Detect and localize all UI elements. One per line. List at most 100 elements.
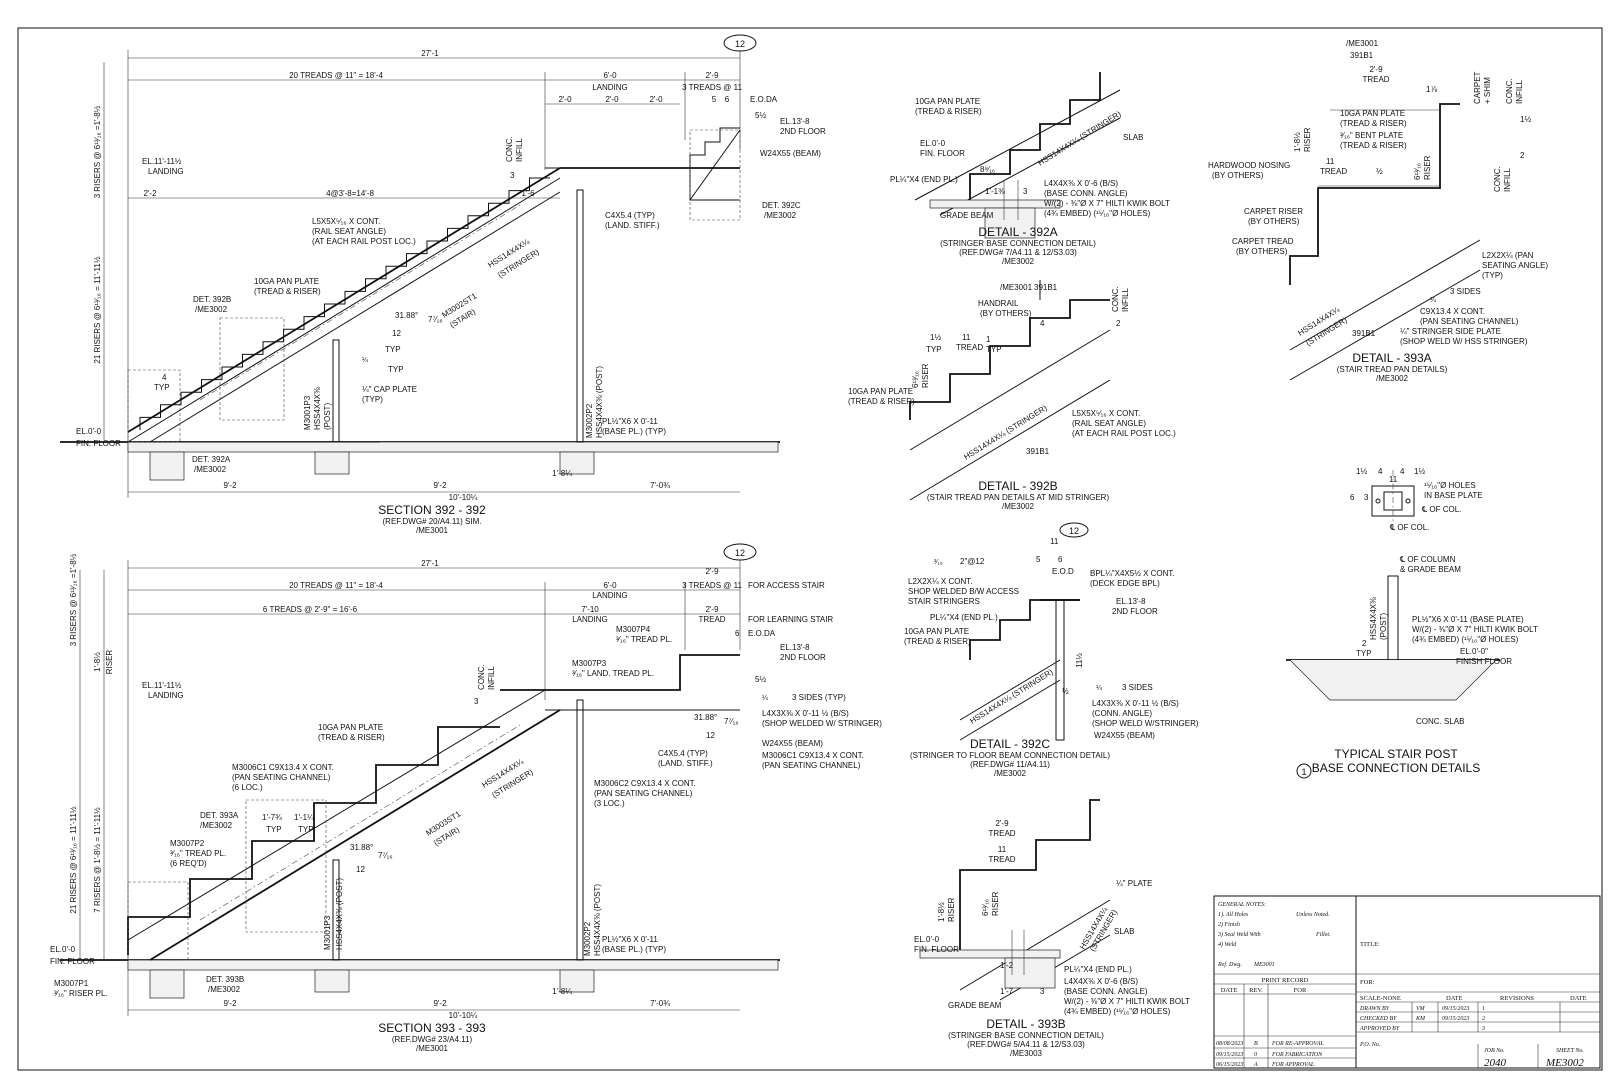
label: (BY OTHERS) <box>1212 171 1264 180</box>
title-label: TITLE: <box>1360 941 1380 948</box>
label: ½ <box>1062 687 1069 696</box>
label: IN BASE PLATE <box>1424 491 1483 500</box>
label: ¼ <box>762 695 768 702</box>
label: M3001P3 <box>303 395 312 430</box>
label: PL½"X6 X 0'-11 (BASE PLATE) <box>1412 615 1524 624</box>
label: GRADE BEAM <box>948 1001 1002 1010</box>
po-label: P.O. No. <box>1359 1042 1380 1048</box>
label: L4X3X⅜ X 0'-11 ½ (B/S) <box>762 709 849 718</box>
title-block <box>1213 895 1601 1069</box>
general-notes: GENERAL NOTES: <box>1218 902 1266 908</box>
detail-title: DETAIL - 392B <box>978 479 1057 493</box>
tb-col: REVISIONS <box>1500 995 1534 1002</box>
dim-text: 7'-0¾ <box>650 999 670 1008</box>
label: HSS4X4X⅜ (POST) <box>595 366 604 438</box>
label: EL.13'-8 <box>780 643 810 652</box>
label: C4X5.4 (TYP) <box>658 749 708 758</box>
label: CONC. <box>1493 166 1502 192</box>
dim-text: 10'-10¼ <box>449 1011 478 1020</box>
label: CONC. <box>505 136 514 162</box>
checked-date: 09/15/2023 <box>1442 1016 1469 1022</box>
label: W24X55 (BEAM) <box>1094 731 1155 740</box>
label: 4 <box>1400 467 1405 476</box>
title-block-text: GENERAL NOTES: 1). All Holes Unless Note… <box>1216 902 1587 1069</box>
label: ³⁄₁₆" TREAD PL. <box>170 849 226 858</box>
dim-text: TYP <box>266 825 282 834</box>
label: CARPET TREAD <box>1232 237 1294 246</box>
label: (PAN SEATING CHANNEL) <box>1420 317 1519 326</box>
label: (TREAD & RISER) <box>1340 141 1407 150</box>
label: DET. 393B <box>206 975 244 984</box>
label: 6¹³⁄₁₆ <box>911 371 920 388</box>
label: W/(2) - ⅜"Ø X 7" HILTI KWIK BOLT <box>1044 199 1170 208</box>
label: 1 <box>986 335 991 344</box>
note: Unless Noted. <box>1296 912 1330 918</box>
detail-392a-text: 10GA PAN PLATE (TREAD & RISER) HSS14X4X¼… <box>890 97 1170 266</box>
label: M3002P2 <box>585 403 594 438</box>
label: RISER <box>991 891 1000 916</box>
label: 6 <box>1350 493 1355 502</box>
dim-text: 9'-2 <box>223 481 237 490</box>
dim-text: 5 <box>712 95 717 104</box>
label: CARPET <box>1473 71 1482 104</box>
label: HSS4X4X⅜ <box>1369 597 1378 640</box>
pr-cell: 09/15/2023 <box>1216 1052 1243 1058</box>
approved-by: APPROVED BY <box>1359 1026 1400 1032</box>
grid-bubble-label: 12 <box>1069 526 1079 536</box>
section-title: SECTION 392 - 392 <box>378 503 486 517</box>
detail-393b <box>919 799 1111 1001</box>
label: (4¾ EMBED) (¹⁵⁄₁₆"Ø HOLES) <box>1064 1007 1171 1016</box>
print-record: PRINT RECORD <box>1262 977 1309 984</box>
label: LANDING <box>148 167 184 176</box>
detail-ref: /ME3002 <box>1002 502 1035 511</box>
label: /ME3002 <box>195 305 228 314</box>
label: (PAN SEATING CHANNEL) <box>594 789 693 798</box>
label: 3 RISERS @ 6¹³⁄₁₆ =1'-8½ <box>93 105 102 198</box>
label: CONC. <box>477 664 486 690</box>
label: (BY OTHERS) <box>980 309 1032 318</box>
label: ¼" PLATE <box>1116 879 1152 888</box>
label: 2ND FLOOR <box>780 127 826 136</box>
label: EL.0'-0 <box>914 935 940 944</box>
pr-cell: FOR APPROVAL <box>1271 1062 1315 1068</box>
label: E.O.D <box>1052 567 1074 576</box>
label: DET. 392C <box>762 201 801 210</box>
note: 2) Finish <box>1218 921 1240 928</box>
label: EL.0'-0 <box>76 427 102 436</box>
label: 1½ <box>930 333 941 342</box>
label: ³⁄₁₆ <box>934 559 943 566</box>
detail-392a <box>914 72 1121 239</box>
rev-num: 2 <box>1482 1016 1485 1022</box>
label: PL½"X6 X 0'-11 <box>602 417 658 426</box>
label: 10GA PAN PLATE <box>848 387 913 396</box>
label: 11½ <box>1075 653 1084 668</box>
pr-cell: FOR RE-APPROVAL <box>1271 1041 1324 1047</box>
label: 11 <box>1326 157 1335 166</box>
dim-text: FOR LEARNING STAIR <box>748 615 833 624</box>
label: 11 <box>1050 537 1059 546</box>
label: 6¹³⁄₁₆ <box>981 899 990 916</box>
dim-text: 9'-2 <box>223 999 237 1008</box>
dim-text: FOR ACCESS STAIR <box>748 581 825 590</box>
label: /ME3002 <box>764 211 797 220</box>
label: 10GA PAN PLATE <box>915 97 980 106</box>
label: 2 <box>1520 151 1525 160</box>
detail-393a <box>1289 103 1481 381</box>
label: ℄ OF COLUMN <box>1399 555 1456 564</box>
dim-text: 7⁷⁄₁₆ <box>724 717 739 726</box>
label: SEATING ANGLE) <box>1482 261 1548 270</box>
label: (LAND. STIFF.) <box>605 221 660 230</box>
rev-num: 1 <box>1482 1006 1485 1012</box>
dim-text: 6 <box>735 629 740 638</box>
label: ½ <box>1376 167 1383 176</box>
label: (POST) <box>1379 613 1388 640</box>
label: 11 <box>962 333 971 342</box>
checked-by: CHECKED BY <box>1360 1016 1397 1022</box>
label: (BASE PL.) (TYP) <box>602 427 666 436</box>
label: ¼" STRINGER SIDE PLATE <box>1400 327 1501 336</box>
dim-text: 1'-8¼ <box>552 469 572 478</box>
dim-text: 3 TREADS @ 11 <box>682 83 742 92</box>
label: ¼" CAP PLATE <box>362 385 417 394</box>
label: (BY OTHERS) <box>1248 217 1300 226</box>
pr-col: REV. <box>1249 987 1263 994</box>
